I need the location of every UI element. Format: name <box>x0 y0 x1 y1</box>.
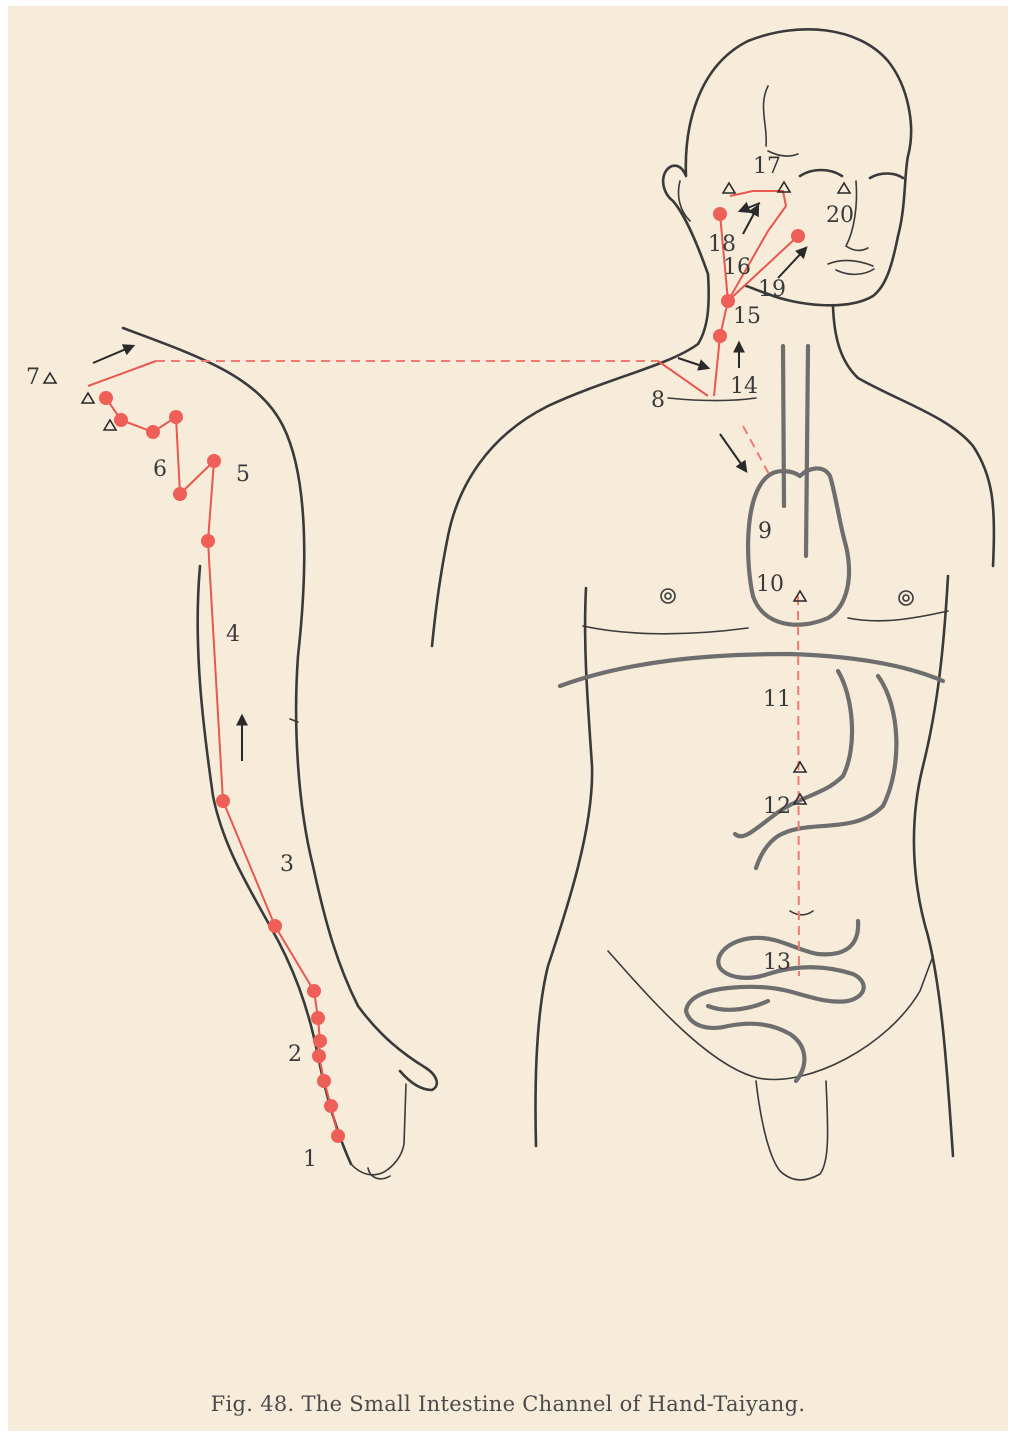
label-7: 7 <box>26 365 40 390</box>
arrow-icon <box>720 434 746 471</box>
label-19: 19 <box>758 277 786 302</box>
label-10: 10 <box>756 572 784 597</box>
acupoint <box>99 391 113 405</box>
acupoint <box>791 229 805 243</box>
arm-outline <box>123 328 437 1179</box>
label-5: 5 <box>236 462 250 487</box>
label-11: 11 <box>763 687 791 712</box>
triangle-marker <box>82 393 94 403</box>
triangle-marker <box>723 183 735 193</box>
channel-diagram: 1 2 3 4 5 6 7 8 9 10 11 12 13 14 15 16 1… <box>8 6 1008 1386</box>
acupoint <box>173 487 187 501</box>
triangle-marker <box>44 373 56 383</box>
label-12: 12 <box>763 794 791 819</box>
label-9: 9 <box>758 519 772 544</box>
label-17: 17 <box>753 154 781 179</box>
acupoint <box>268 919 282 933</box>
arrow-icon <box>678 358 708 368</box>
acupoint <box>331 1129 345 1143</box>
label-13: 13 <box>763 950 791 975</box>
label-8: 8 <box>651 388 665 413</box>
acupoint <box>313 1034 327 1048</box>
label-3: 3 <box>280 852 294 877</box>
acupoint <box>312 1049 326 1063</box>
acupoint <box>307 984 321 998</box>
acupoint <box>713 207 727 221</box>
channel-path <box>44 182 850 1143</box>
acupoint <box>713 329 727 343</box>
arrow-icon <box>93 346 133 363</box>
figure-page: 1 2 3 4 5 6 7 8 9 10 11 12 13 14 15 16 1… <box>8 6 1008 1431</box>
label-18: 18 <box>708 232 736 257</box>
label-1: 1 <box>303 1147 317 1172</box>
acupoint <box>207 454 221 468</box>
internal-organs <box>560 346 943 1081</box>
label-2: 2 <box>288 1042 302 1067</box>
acupoint <box>216 794 230 808</box>
triangle-marker <box>838 183 850 193</box>
label-6: 6 <box>153 457 167 482</box>
triangle-marker <box>778 182 790 192</box>
acupoint <box>114 413 128 427</box>
arrow-icon <box>743 206 758 234</box>
acupoint <box>311 1011 325 1025</box>
label-15: 15 <box>733 304 761 329</box>
figure-caption: Fig. 48. The Small Intestine Channel of … <box>8 1392 1008 1416</box>
acupoint <box>317 1074 331 1088</box>
arrow-icon <box>778 248 806 278</box>
label-14: 14 <box>730 374 758 399</box>
acupoint <box>201 534 215 548</box>
label-20: 20 <box>826 203 854 228</box>
acupoint <box>324 1099 338 1113</box>
label-16: 16 <box>723 255 751 280</box>
acupoint <box>146 425 160 439</box>
label-4: 4 <box>226 622 240 647</box>
acupoint <box>169 410 183 424</box>
triangle-marker <box>794 591 806 601</box>
triangle-marker <box>794 762 806 772</box>
